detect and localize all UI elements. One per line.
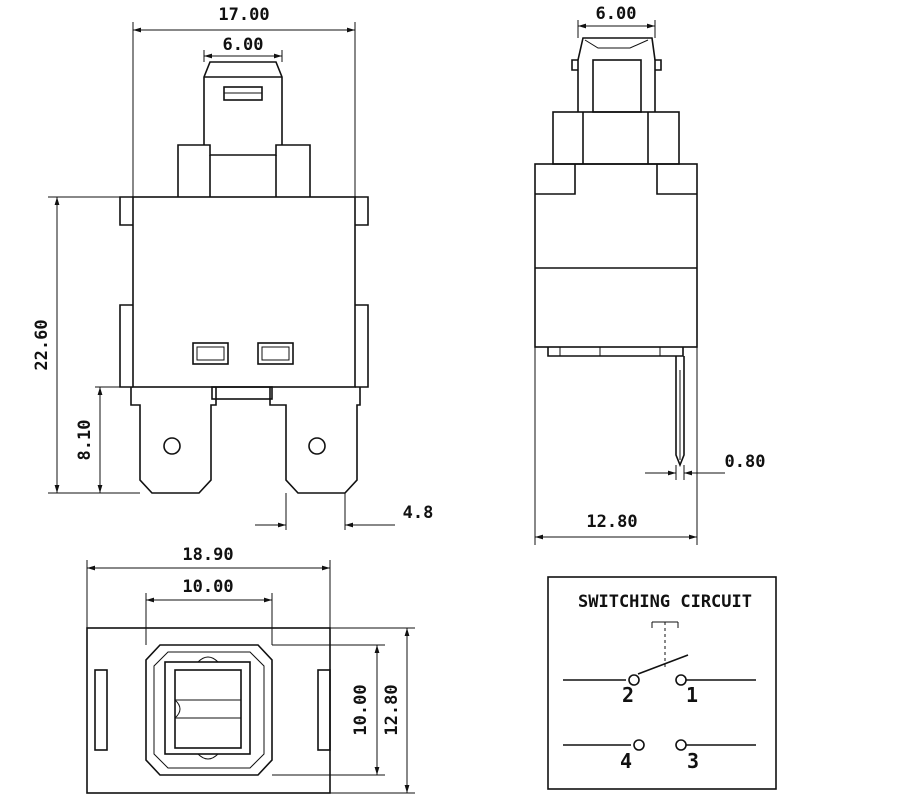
dim-front-terminal-width: 4.8 [403,503,434,523]
dim-side-pin-thickness: 0.80 [725,452,766,472]
side-view: 6.00 12.80 0.80 [534,4,766,545]
dim-bottom-width: 18.90 [182,545,233,565]
switching-circuit: SWITCHING CIRCUIT 2 1 4 3 [547,576,777,790]
dim-front-height: 22.60 [32,319,52,370]
dim-side-width: 12.80 [586,512,637,532]
dim-bottom-inner-height: 10.00 [351,684,371,735]
circuit-title: SWITCHING CIRCUIT [578,592,752,612]
dim-bottom-height: 12.80 [382,684,402,735]
dim-front-plunger-width: 6.00 [223,35,264,55]
pin-label-2: 2 [622,683,634,707]
dim-bottom-inner-width: 10.00 [182,577,233,597]
dim-front-terminal-height: 8.10 [75,420,95,461]
pin-label-3: 3 [687,749,699,773]
dim-side-plunger-width: 6.00 [596,4,637,24]
front-view: 17.00 6.00 22.60 8.10 4.8 [32,5,433,530]
pin-label-1: 1 [686,683,698,707]
bottom-view: 18.90 10.00 10.00 12.80 [86,545,415,794]
pin-label-4: 4 [620,749,632,773]
dim-front-width: 17.00 [218,5,269,25]
